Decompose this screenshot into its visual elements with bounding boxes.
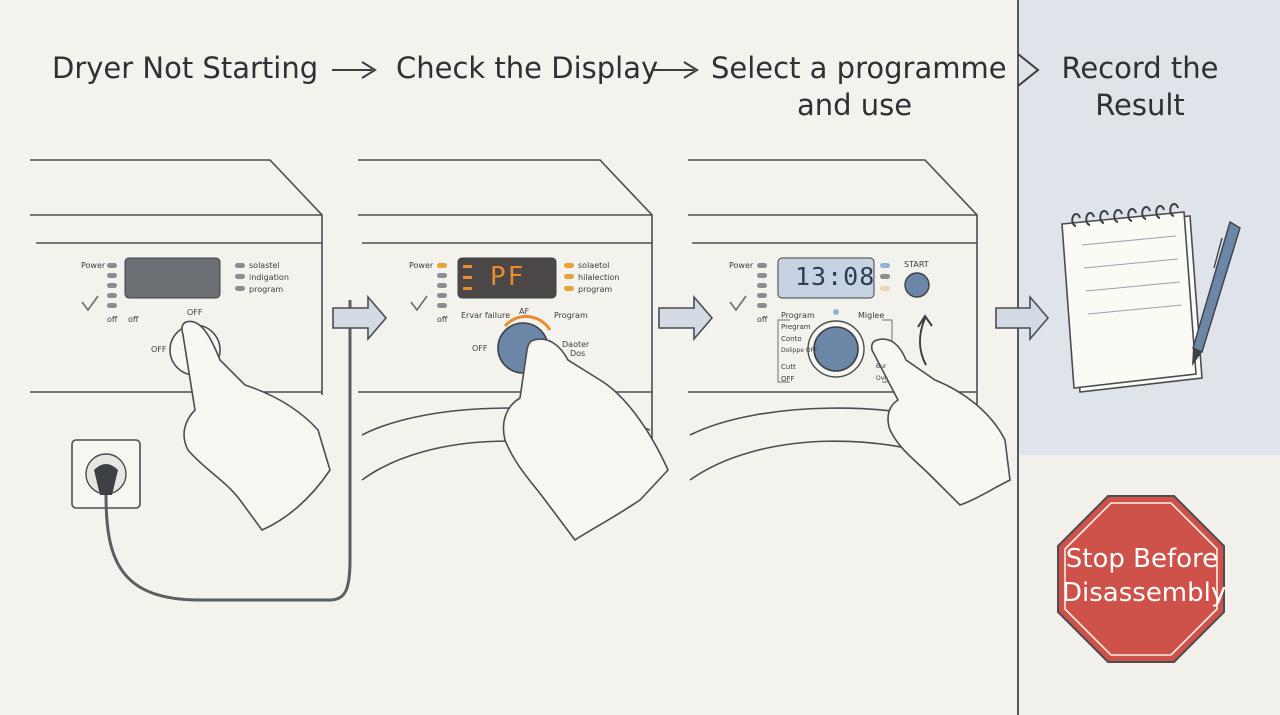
stop-sign-line-2: Disassembly	[1062, 578, 1227, 608]
indicator-label-2b: hilalection	[578, 273, 620, 282]
power-label-3: Power	[729, 261, 754, 270]
start-label: START	[904, 260, 929, 269]
arrow-right-icon	[332, 294, 388, 342]
indicator-label-2a: solaetol	[578, 261, 610, 270]
hand-icon	[502, 338, 669, 542]
dial-marker	[833, 309, 839, 315]
arrow-up-icon	[917, 314, 933, 366]
step-1-title: Dryer Not Starting	[52, 50, 318, 87]
arrow-right-icon	[654, 61, 699, 79]
display-left-segments-2	[463, 265, 472, 290]
dial-label-off: OFF	[781, 375, 795, 383]
error-code-display: PF	[490, 262, 526, 292]
stop-sign-line-1: Stop Before	[1065, 544, 1219, 574]
stop-sign-border	[1064, 502, 1218, 656]
dial-label-cutt: Cutt	[781, 363, 796, 371]
knob-off-left-label-1: OFF	[151, 345, 167, 354]
programme-dial[interactable]	[813, 326, 859, 372]
check-icon	[729, 295, 747, 312]
knob-off-label-2: OFF	[472, 344, 488, 353]
display-screen-3	[777, 257, 875, 299]
dial-label-conto: Conto	[781, 335, 802, 343]
step-2-line-1: Check the Display	[396, 51, 659, 85]
step-3-title: Select a programme and use	[711, 50, 1007, 124]
knob-off-label-1: OFF	[187, 308, 203, 317]
program-label-2: Program	[554, 311, 588, 320]
indicator-leds-1	[107, 263, 245, 308]
chevron-right-icon	[1017, 53, 1040, 87]
hand-icon	[181, 320, 331, 531]
step-3-line-1: Select a programme	[711, 51, 1007, 85]
step-4-title: Record the Result	[1060, 50, 1220, 124]
display-screen-2	[457, 257, 557, 299]
knob-arc-2	[503, 315, 552, 331]
step-3-line-2: and use	[797, 88, 913, 122]
off-label-2: off	[437, 315, 448, 324]
power-label-1: Power	[81, 261, 106, 270]
side-label-2b: Dos	[570, 349, 586, 358]
arrow-right-icon	[658, 294, 714, 342]
indicator-label-1b: indigation	[249, 273, 289, 282]
indicator-leds-3	[757, 263, 890, 308]
indicator-leds-2	[437, 263, 574, 308]
off-label-3: off	[757, 315, 768, 324]
stop-sign	[1057, 495, 1225, 663]
program-label-3: Program	[781, 311, 815, 320]
indicator-label-1a: solastel	[249, 261, 280, 270]
dial-right-label-a: Bur	[876, 363, 887, 370]
arrow-right-icon	[332, 61, 377, 79]
start-button[interactable]	[904, 272, 930, 298]
pen-icon	[1192, 220, 1241, 366]
indicator-label-1c: program	[249, 285, 284, 294]
dial-label-dolippe: Dolippe OFF	[781, 347, 818, 354]
hand-icon	[870, 338, 1011, 506]
notepad-icon	[1061, 203, 1203, 393]
step-2-title: Check the Display	[396, 50, 658, 87]
step-4-line-2: Result	[1095, 88, 1185, 122]
dryer-machine-1	[30, 159, 323, 395]
af-label: AF	[519, 307, 530, 316]
dial-label-pregram: Pregram	[781, 323, 811, 331]
power-label-2: Power	[409, 261, 434, 270]
step-4-line-1: Record the	[1061, 51, 1219, 85]
miglee-label: Miglee	[858, 311, 885, 320]
indicator-label-2c: program	[578, 285, 613, 294]
side-label-2a: Daoter	[562, 340, 590, 349]
check-icon	[81, 295, 99, 312]
time-display: 13:08	[795, 262, 876, 291]
plug-icon	[85, 300, 352, 602]
off-label-1b: off	[128, 315, 139, 324]
stop-sign-text: Stop Before Disassembly	[1062, 542, 1227, 610]
check-icon	[410, 295, 428, 312]
error-failure-label: Ervar failure	[461, 311, 511, 320]
step-1-line-1: Dryer Not Starting	[52, 51, 319, 85]
off-label-1a: off	[107, 315, 118, 324]
arrow-right-icon	[995, 294, 1050, 342]
dial-right-label-b: Ovr	[876, 375, 887, 382]
display-screen-1	[124, 257, 221, 299]
